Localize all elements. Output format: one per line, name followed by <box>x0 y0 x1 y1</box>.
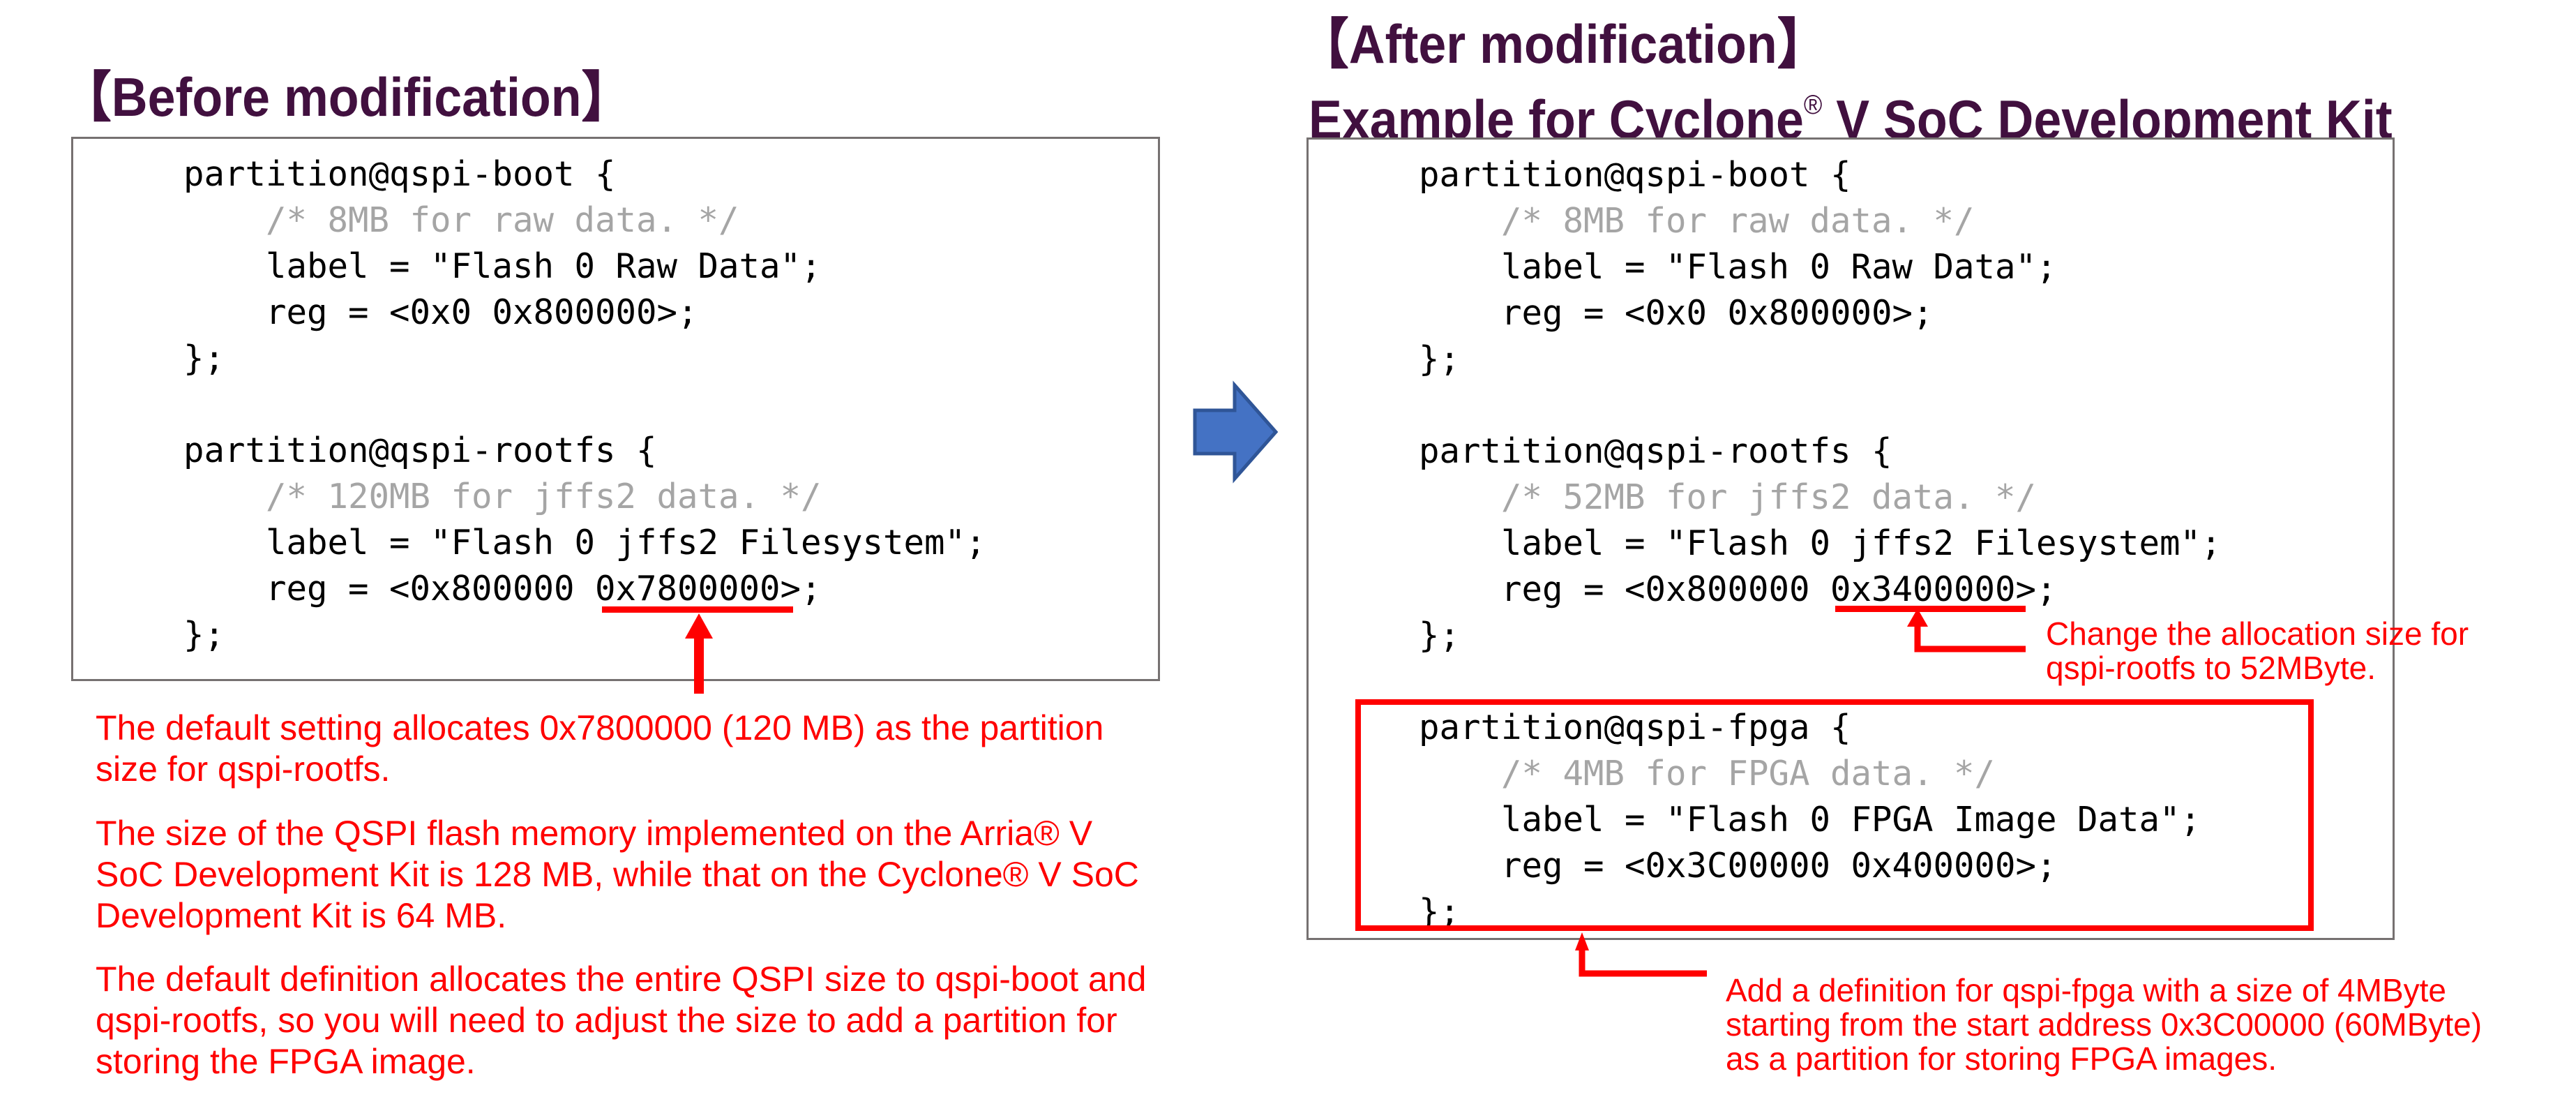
note-line: as a partition for storing FPGA images. <box>1726 1040 2277 1077</box>
note-line: The default setting allocates 0x7800000 … <box>96 708 1104 747</box>
code-line: partition@qspi-rootfs { <box>1419 431 1892 471</box>
code-line: reg = <0x0 0x800000>; <box>1501 293 1934 333</box>
code-line: reg = <0x3C00000 0x400000>; <box>1501 846 2057 886</box>
code-line: partition@qspi-boot { <box>1419 155 1851 195</box>
code-line: reg = <0x0 0x800000>; <box>266 292 698 332</box>
code-line: }; <box>1419 892 1461 932</box>
fpga-note: Add a definition for qspi-fpga with a si… <box>1726 974 2482 1076</box>
rootfs-note: Change the allocation size for qspi-root… <box>2046 617 2469 685</box>
code-line: reg = <0x800000 0x7800000>; <box>266 569 822 609</box>
code-line: reg = <0x800000 0x3400000>; <box>1501 569 2057 609</box>
code-line: label = "Flash 0 jffs2 Filesystem"; <box>266 523 986 562</box>
before-code-box: partition@qspi-boot { /* 8MB for raw data… <box>71 137 1160 681</box>
code-line: }; <box>1419 339 1461 379</box>
note-line: Change the allocation size for <box>2046 616 2469 652</box>
note-line: The default definition allocates the ent… <box>96 960 1147 999</box>
note-line: size for qspi-rootfs. <box>96 749 391 789</box>
note-line: The size of the QSPI flash memory implem… <box>96 814 1093 853</box>
code-line: label = "Flash 0 Raw Data"; <box>1501 247 2057 287</box>
note-line: qspi-rootfs to 52MByte. <box>2046 650 2376 686</box>
code-comment-line: /* 4MB for FPGA data. */ <box>1501 754 1996 793</box>
before-note-3: The default definition allocates the ent… <box>96 959 1146 1082</box>
code-line: label = "Flash 0 jffs2 Filesystem"; <box>1501 523 2222 563</box>
code-line: partition@qspi-boot { <box>183 154 616 194</box>
before-title: 【Before modification】 <box>61 66 632 128</box>
code-comment-line: /* 8MB for raw data. */ <box>266 200 739 240</box>
code-line: partition@qspi-rootfs { <box>183 431 657 470</box>
before-note-1: The default setting allocates 0x7800000 … <box>96 708 1104 790</box>
code-line: }; <box>183 615 225 655</box>
note-line: SoC Development Kit is 128 MB, while tha… <box>96 855 1139 894</box>
note-line: storing the FPGA image. <box>96 1042 476 1081</box>
code-comment-line: /* 52MB for jffs2 data. */ <box>1501 477 2037 517</box>
note-line: Development Kit is 64 MB. <box>96 896 507 935</box>
after-title: 【After modification】 <box>1299 13 1828 75</box>
fpga-elbow-arrow <box>1579 949 1707 977</box>
code-line: }; <box>1419 616 1461 655</box>
note-line: qspi-rootfs, so you will need to adjust … <box>96 1001 1117 1040</box>
before-note-2: The size of the QSPI flash memory implem… <box>96 813 1139 937</box>
note-line: Add a definition for qspi-fpga with a si… <box>1726 972 2447 1008</box>
code-line: label = "Flash 0 FPGA Image Data"; <box>1501 800 2201 840</box>
code-line: partition@qspi-fpga { <box>1419 708 1851 747</box>
code-line: }; <box>183 338 225 378</box>
after-code-box: partition@qspi-boot { /* 8MB for raw data… <box>1306 137 2395 940</box>
note-line: starting from the start address 0x3C0000… <box>1726 1006 2483 1043</box>
code-line: label = "Flash 0 Raw Data"; <box>266 246 822 286</box>
code-comment-line: /* 8MB for raw data. */ <box>1501 201 1975 241</box>
registered-mark: ® <box>1803 90 1823 120</box>
code-comment-line: /* 120MB for jffs2 data. */ <box>266 477 822 516</box>
right-arrow-icon <box>1193 380 1279 484</box>
